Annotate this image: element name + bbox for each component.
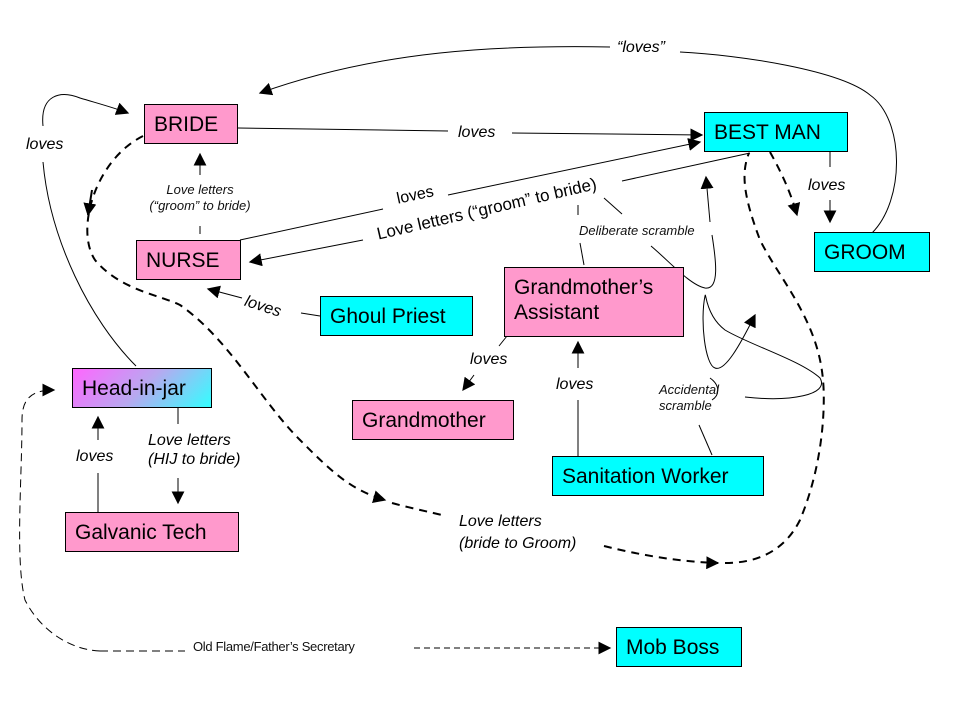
node-grandmothers-assistant[interactable]: Grandmother’s Assistant — [504, 267, 684, 337]
label-accidental-scramble-line2: scramble — [659, 397, 712, 413]
edge-deliberate-scramble-b — [579, 242, 585, 266]
label-head-letters-galvanic-line1: Love letters — [148, 432, 231, 449]
edge-head-in-jar-loves-bride — [42, 161, 137, 367]
label-accidental-scramble: Accidental scramble — [659, 382, 719, 413]
node-head-in-jar[interactable]: Head-in-jar — [72, 368, 212, 408]
edge-deliberate-scramble-c — [603, 197, 623, 215]
label-sanitation-loves-assistant: loves — [556, 376, 594, 393]
label-best-man-loves-groom: loves — [808, 177, 846, 194]
edge-accidental-scramble-loop — [702, 294, 823, 400]
node-grandmother[interactable]: Grandmother — [352, 400, 514, 440]
edge-deliberate-scramble-d — [650, 234, 717, 289]
label-nurse-letters-bride: Love letters (“groom” to bride) — [135, 182, 265, 213]
edge-assistant-loves-grandmother — [498, 335, 508, 347]
edge-assistant-loves-grandmother-2 — [462, 374, 476, 392]
label-bride-letters-groom-line2: (bride to Groom) — [459, 535, 577, 552]
node-ghoul-priest[interactable]: Ghoul Priest — [320, 296, 473, 336]
edge-best-man-dashed-groom — [769, 151, 801, 217]
edge-bride-loves-best-man-2 — [511, 128, 704, 142]
node-nurse[interactable]: NURSE — [136, 240, 241, 280]
node-bride[interactable]: BRIDE — [144, 104, 238, 144]
edge-old-flame-dashed — [19, 383, 101, 652]
label-galvanic-loves-head: loves — [76, 448, 114, 465]
edge-head-in-jar-loves-bride-2 — [42, 94, 130, 127]
edge-groom-loves-bride — [679, 51, 897, 234]
label-groom-loves-bride: “loves” — [617, 39, 666, 56]
edge-ghoul-priest-loves-nurse — [300, 312, 321, 317]
node-grandmothers-assistant-line2: Assistant — [514, 301, 600, 324]
edge-bride-letters-groom-dashed-start-arrow — [83, 189, 97, 217]
node-best-man[interactable]: BEST MAN — [704, 112, 848, 152]
label-bride-letters-groom: Love letters (bride to Groom) — [459, 511, 576, 555]
node-grandmothers-assistant-line1: Grandmother’s — [514, 276, 654, 299]
edge-deliberate-scramble-e — [700, 175, 714, 223]
edge-bride-letters-groom-dashed-4 — [724, 152, 825, 564]
edge-bride-letters-groom-dashed — [86, 135, 387, 504]
label-nurse-letters-bride-line1: Love letters — [166, 182, 234, 197]
label-deliberate-scramble: Deliberate scramble — [579, 223, 695, 238]
edge-nurse-loves-best-man — [239, 208, 384, 241]
edge-accidental-scramble — [709, 377, 719, 401]
label-head-letters-galvanic-line2: (HIJ to bride) — [148, 451, 241, 469]
label-head-letters-galvanic: Love letters (HIJ to bride) — [148, 431, 240, 469]
label-bride-loves-best-man: loves — [458, 124, 496, 141]
edge-accidental-scramble-to-sanitation — [698, 424, 713, 456]
node-galvanic-tech[interactable]: Galvanic Tech — [65, 512, 239, 552]
edge-nurse-loves-best-man-2 — [447, 138, 702, 196]
label-nurse-letters-bride-line2: (“groom” to bride) — [149, 197, 251, 213]
edge-bride-loves-best-man — [237, 127, 449, 132]
edge-best-man-letters-nurse-2 — [248, 239, 364, 267]
label-assistant-loves-grandmother: loves — [470, 351, 508, 368]
edge-groom-loves-bride-2 — [258, 46, 611, 96]
node-mob-boss[interactable]: Mob Boss — [616, 627, 742, 667]
label-old-flame: Old Flame/Father’s Secretary — [193, 639, 355, 654]
edge-ghoul-priest-loves-nurse-2 — [206, 285, 243, 299]
label-accidental-scramble-line1: Accidental — [659, 382, 719, 397]
label-head-in-jar-loves-bride: loves — [26, 136, 64, 153]
edge-bride-letters-groom-dashed-3 — [603, 545, 720, 570]
edge-best-man-letters-nurse — [621, 152, 751, 182]
label-bride-letters-groom-line1: Love letters — [459, 513, 542, 530]
edge-bride-letters-groom-dashed-2 — [391, 502, 447, 517]
node-sanitation-worker[interactable]: Sanitation Worker — [552, 456, 764, 496]
node-groom[interactable]: GROOM — [814, 232, 930, 272]
